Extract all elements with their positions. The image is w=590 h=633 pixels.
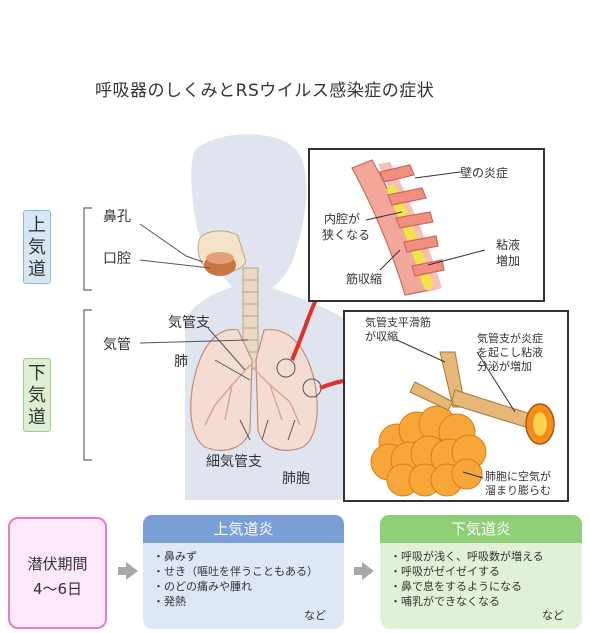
wall-inflammation-label: 壁の炎症	[460, 166, 508, 180]
bronchiole-label: 細気管支	[206, 451, 262, 471]
incubation-days: 4〜6日	[10, 578, 105, 599]
airway-inflammation-inset: 壁の炎症 内腔が 狭くなる 粘液 増加 筋収縮	[308, 148, 545, 302]
mouth-label: 口腔	[103, 248, 131, 268]
lower-airway-label: 下気道	[23, 358, 51, 432]
smooth-muscle-label-1: 気管支平滑筋	[365, 316, 431, 330]
list-item: 呼吸が浅く、呼吸数が増える	[390, 549, 574, 564]
bronchitis-label-2: を起こし粘液	[477, 346, 543, 360]
list-item: 呼吸がゼイゼイする	[390, 564, 574, 579]
upper-airway-card-title: 上気道炎	[143, 515, 344, 543]
bronchitis-label-1: 気管支が炎症	[477, 332, 543, 346]
bronchus-label: 気管支	[168, 312, 210, 332]
smooth-muscle-label-2: が収縮	[365, 330, 398, 344]
bronchus-alveoli-inset: 気管支平滑筋 が収縮 気管支が炎症 を起こし粘液 分泌が増加 肺胞に空気が 溜ま…	[343, 310, 569, 502]
alveolus-label: 肺胞	[282, 468, 310, 488]
upper-airway-symptoms-card: 上気道炎 鼻みず せき（嘔吐を伴うこともある） のどの痛みや腫れ 発熱 など	[143, 515, 344, 629]
incubation-period-box: 潜伏期間 4〜6日	[8, 517, 107, 629]
list-item: せき（嘔吐を伴うこともある）	[153, 564, 336, 579]
lumen-label-1: 内腔が	[324, 212, 360, 226]
mucus-label-1: 粘液	[496, 238, 520, 252]
bronchitis-label-3: 分泌が増加	[477, 360, 532, 374]
flow-arrow-1	[126, 562, 138, 580]
nose-label: 鼻孔	[103, 206, 131, 226]
lung-label: 肺	[174, 351, 188, 371]
alveoli-air-label-1: 肺胞に空気が	[485, 470, 551, 484]
alveoli-air-label-2: 溜まり膨らむ	[485, 484, 551, 498]
lumen-label-2: 狭くなる	[322, 228, 370, 242]
trachea-label: 気管	[103, 334, 131, 354]
upper-airway-label: 上気道	[23, 210, 51, 284]
list-item: 鼻みず	[153, 549, 336, 564]
lower-airway-symptoms-card: 下気道炎 呼吸が浅く、呼吸数が増える 呼吸がゼイゼイする 鼻で息をするようになる…	[380, 515, 582, 629]
list-item: のどの痛みや腫れ	[153, 579, 336, 594]
incubation-label: 潜伏期間	[10, 553, 105, 574]
lower-airway-etc: など	[542, 607, 564, 623]
upper-airway-symptom-list: 鼻みず せき（嘔吐を伴うこともある） のどの痛みや腫れ 発熱	[143, 543, 344, 609]
lower-airway-symptom-list: 呼吸が浅く、呼吸数が増える 呼吸がゼイゼイする 鼻で息をするようになる 哺乳がで…	[380, 543, 582, 609]
mucus-label-2: 増加	[496, 254, 520, 268]
muscle-contraction-label: 筋収縮	[346, 272, 382, 286]
upper-airway-etc: など	[304, 607, 326, 623]
list-item: 鼻で息をするようになる	[390, 579, 574, 594]
flow-arrow-2	[362, 562, 374, 580]
lower-airway-card-title: 下気道炎	[380, 515, 582, 543]
